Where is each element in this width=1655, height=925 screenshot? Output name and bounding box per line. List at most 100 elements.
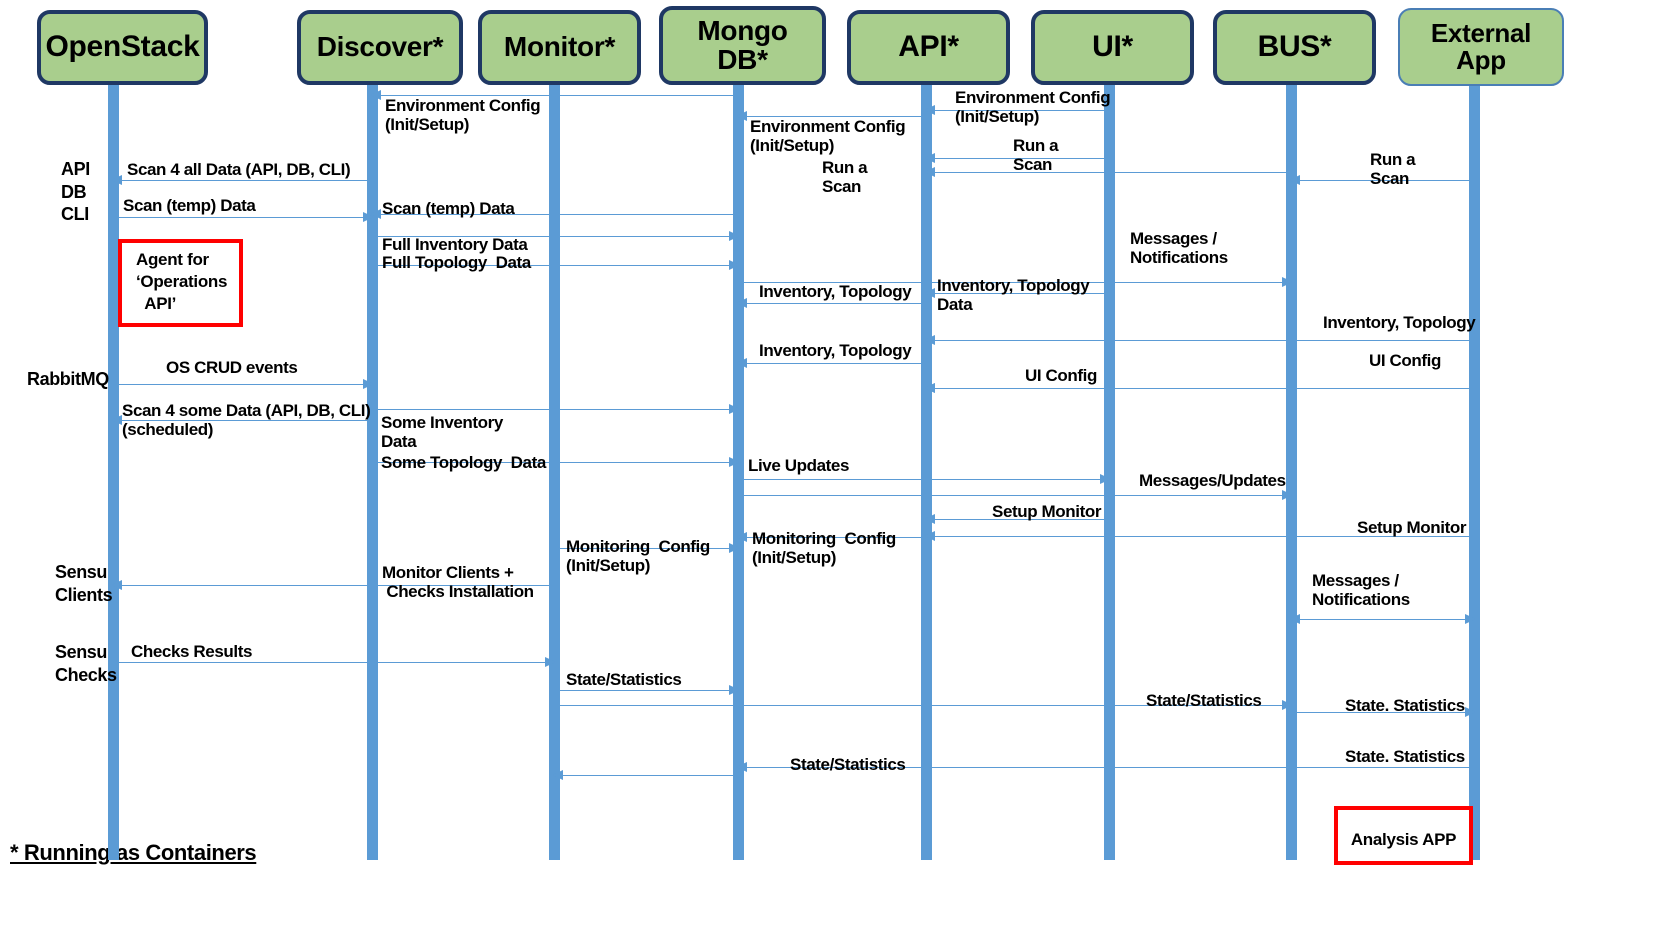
message-line-monitor-clients-checks (113, 585, 554, 586)
participant-monitor[interactable]: Monitor* (478, 10, 641, 85)
side-label-sensu-checks: Sensu Checks (55, 642, 117, 685)
message-line-env-config-api-ui (926, 110, 1109, 111)
message-line-monitoring-config-mongo (738, 537, 926, 538)
participant-label-externalapp: External App (1430, 18, 1532, 75)
arrowhead-setup-monitor-ui-api (924, 514, 935, 524)
message-line-full-inventory-data (372, 236, 738, 237)
message-line-full-topology-data (372, 265, 738, 266)
arrowhead-state-statistics-mongo-mon (552, 770, 563, 780)
message-label-messages-notifications-1: Messages / Notifications (1130, 229, 1228, 268)
message-label-env-config-mongo-api: Environment Config (Init/Setup) (750, 117, 906, 156)
message-line-run-a-scan-bus-api (926, 172, 1291, 173)
message-label-state-statistics-api: State/Statistics (1146, 691, 1262, 710)
participant-label-ui: UI* (1092, 30, 1133, 64)
message-line-messages-updates (738, 495, 1291, 496)
arrowhead-scan-temp-data-mongo (370, 209, 381, 219)
message-label-setup-monitor-extapp: Setup Monitor (1357, 518, 1467, 537)
arrowhead-full-topology-data (729, 260, 740, 270)
arrowhead-scan-temp-data-os (363, 212, 374, 222)
message-line-run-a-scan-ui-api (926, 158, 1109, 159)
message-label-run-a-scan-extapp-bus: Run a Scan (1370, 150, 1416, 189)
message-line-scan-temp-data-os (113, 217, 372, 218)
arrowhead-inventory-topology-mongo2 (736, 358, 747, 368)
arrowhead-env-config-api-ui (924, 105, 935, 115)
arrowhead-run-a-scan-bus-api (924, 167, 935, 177)
message-line-state-statistics-monitor (554, 690, 738, 691)
arrowhead-state-statistics-monitor (729, 685, 740, 695)
message-label-scan-temp-data-mongo: Scan (temp) Data (382, 199, 515, 218)
message-line-state-statistics-bus-ext (1291, 712, 1474, 713)
participant-discover[interactable]: Discover* (297, 10, 463, 85)
arrowhead-setup-monitor-extapp (924, 531, 935, 541)
arrowhead-messages-updates (1282, 490, 1293, 500)
message-label-scan-4-some-data: Scan 4 some Data (API, DB, CLI) (schedul… (122, 401, 371, 440)
message-label-state-statistics-ext-bus: State. Statistics (1345, 747, 1465, 766)
arrowhead-os-crud-events (363, 379, 374, 389)
arrowhead-checks-results (545, 657, 556, 667)
message-line-scan-temp-data-mongo (372, 214, 738, 215)
message-label-inventory-topology-mongo2: Inventory, Topology (759, 341, 912, 360)
arrowhead-full-inventory-data (729, 231, 740, 241)
arrowhead-inventory-topology-data-ui (924, 288, 935, 298)
message-label-state-statistics-monitor: State/Statistics (566, 670, 682, 689)
arrowhead-inventory-topology-bus (924, 335, 935, 345)
message-line-state-statistics-ext-bus (738, 767, 1474, 768)
participant-mongodb[interactable]: Mongo DB* (659, 6, 826, 85)
message-label-setup-monitor-ui-api: Setup Monitor (992, 502, 1102, 521)
message-line-scan-4-some-data (113, 420, 372, 421)
note-analysis-note: Analysis APP (1334, 806, 1473, 865)
lifeline-mongodb (733, 85, 744, 860)
arrowhead-messages-notifications-2 (1465, 614, 1476, 624)
message-label-scan-all-data: Scan 4 all Data (API, DB, CLI) (127, 160, 351, 179)
side-label-sensu-clients: Sensu Clients (55, 562, 113, 605)
lifeline-ui (1104, 85, 1115, 860)
participant-openstack[interactable]: OpenStack (37, 10, 208, 85)
participant-label-openstack: OpenStack (45, 30, 200, 64)
lifeline-externalapp (1469, 86, 1480, 860)
participant-label-bus: BUS* (1257, 30, 1332, 64)
participant-externalapp[interactable]: External App (1398, 8, 1564, 86)
arrowhead-scan-4-some-data (111, 415, 122, 425)
message-label-run-a-scan-bus-api: Run a Scan (822, 158, 868, 197)
arrowhead-state-statistics-api (1282, 700, 1293, 710)
participant-bus[interactable]: BUS* (1213, 10, 1376, 85)
participant-ui[interactable]: UI* (1031, 10, 1194, 85)
lifeline-bus (1286, 85, 1297, 860)
lifeline-api (921, 85, 932, 860)
message-line-live-updates (738, 479, 1109, 480)
message-line-state-statistics-api (554, 705, 1291, 706)
arrowhead-monitoring-config-mongo (736, 532, 747, 542)
arrowhead-env-config-mongo-api (736, 111, 747, 121)
message-label-inventory-topology-api: Inventory, Topology (759, 282, 912, 301)
message-label-state-statistics-bus-ext: State. Statistics (1345, 696, 1465, 715)
message-line-inventory-topology-bus (926, 340, 1474, 341)
message-label-live-updates: Live Updates (748, 456, 850, 475)
message-line-ui-config-extapp (926, 388, 1474, 389)
side-label-rabbitmq: RabbitMQ (27, 369, 109, 389)
participant-label-mongodb: Mongo DB* (697, 14, 788, 75)
message-label-env-config-api-ui: Environment Config (Init/Setup) (955, 88, 1111, 127)
arrowhead-some-topology-data (729, 457, 740, 467)
lifeline-monitor (549, 85, 560, 860)
message-label-monitoring-config-monitor: Monitoring Config (Init/Setup) (566, 537, 710, 576)
arrowhead-some-inventory-data (729, 404, 740, 414)
participant-label-discover: Discover* (316, 31, 444, 63)
arrowhead-run-a-scan-ui-api (924, 153, 935, 163)
message-label-inventory-topology-data-ui: Inventory, Topology Data (937, 276, 1090, 315)
message-line-inventory-topology-mongo2 (738, 363, 926, 364)
message-label-env-config-discover-mongo: Environment Config (Init/Setup) (385, 96, 541, 135)
message-line-scan-all-data (113, 180, 372, 181)
message-label-ui-config-api: UI Config (1025, 366, 1097, 385)
message-label-os-crud-events: OS CRUD events (166, 358, 298, 377)
message-label-scan-temp-data-os: Scan (temp) Data (123, 196, 256, 215)
message-line-monitoring-config-monitor (554, 548, 738, 549)
message-line-os-crud-events (113, 384, 372, 385)
participant-api[interactable]: API* (847, 10, 1010, 85)
message-label-checks-results: Checks Results (131, 642, 253, 661)
lifeline-discover (367, 85, 378, 860)
message-label-full-topology-data: Full Topology Data (382, 253, 531, 272)
message-label-run-a-scan-ui-api: Run a Scan (1013, 136, 1059, 175)
message-line-run-a-scan-extapp-bus (1291, 180, 1474, 181)
message-label-ui-config-extapp: UI Config (1369, 351, 1441, 370)
message-line-checks-results (113, 662, 554, 663)
